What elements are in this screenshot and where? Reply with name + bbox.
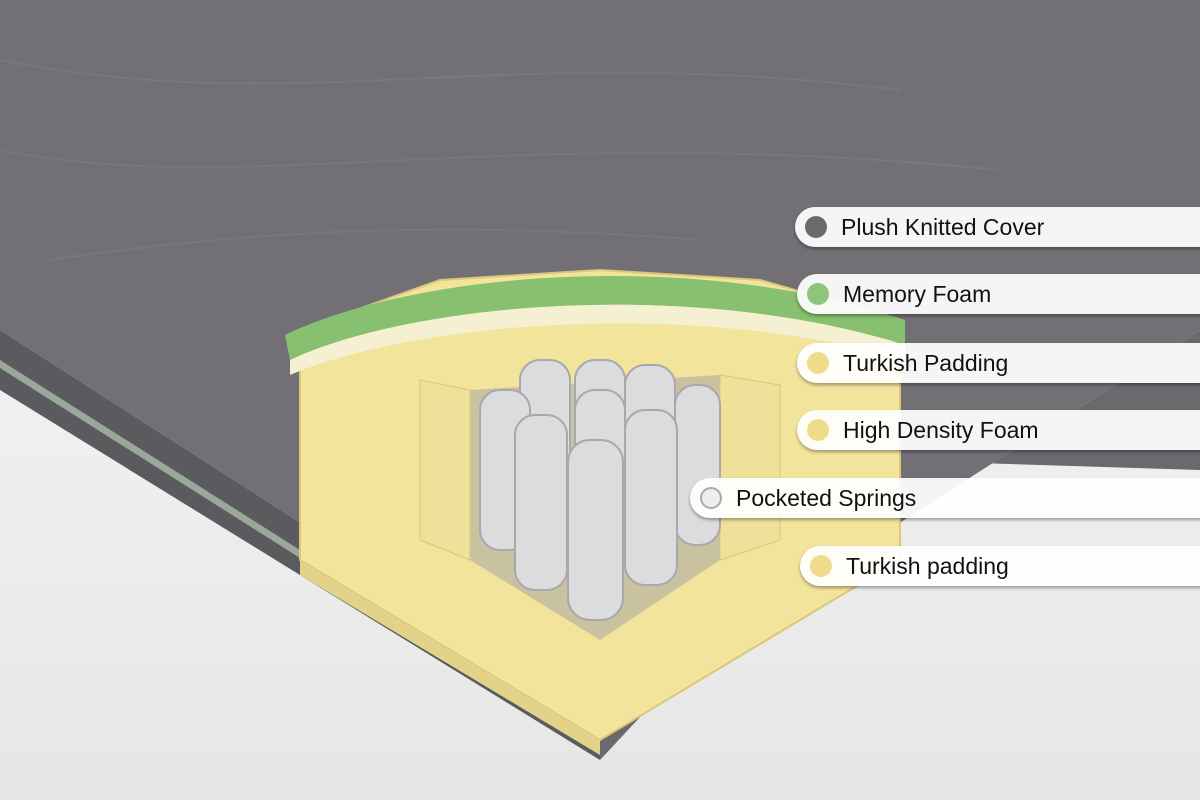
layer-label-high-density-foam: High Density Foam [797, 410, 1200, 450]
layer-label-pocketed-springs: Pocketed Springs [690, 478, 1200, 518]
turkish-padding-layer [290, 304, 905, 375]
color-dot-icon [807, 283, 829, 305]
layer-label-plush-knitted-cover: Plush Knitted Cover [795, 207, 1200, 247]
color-dot-icon [807, 419, 829, 441]
color-dot-icon [810, 555, 832, 577]
layer-label-turkish-padding-bottom: Turkish padding [800, 546, 1200, 586]
color-dot-icon [805, 216, 827, 238]
color-dot-icon [700, 487, 722, 509]
layer-label-memory-foam: Memory Foam [797, 274, 1200, 314]
memory-foam-layer [285, 276, 905, 360]
color-dot-icon [807, 352, 829, 374]
pocketed-springs [479, 359, 721, 621]
layer-label-turkish-padding: Turkish Padding [797, 343, 1200, 383]
